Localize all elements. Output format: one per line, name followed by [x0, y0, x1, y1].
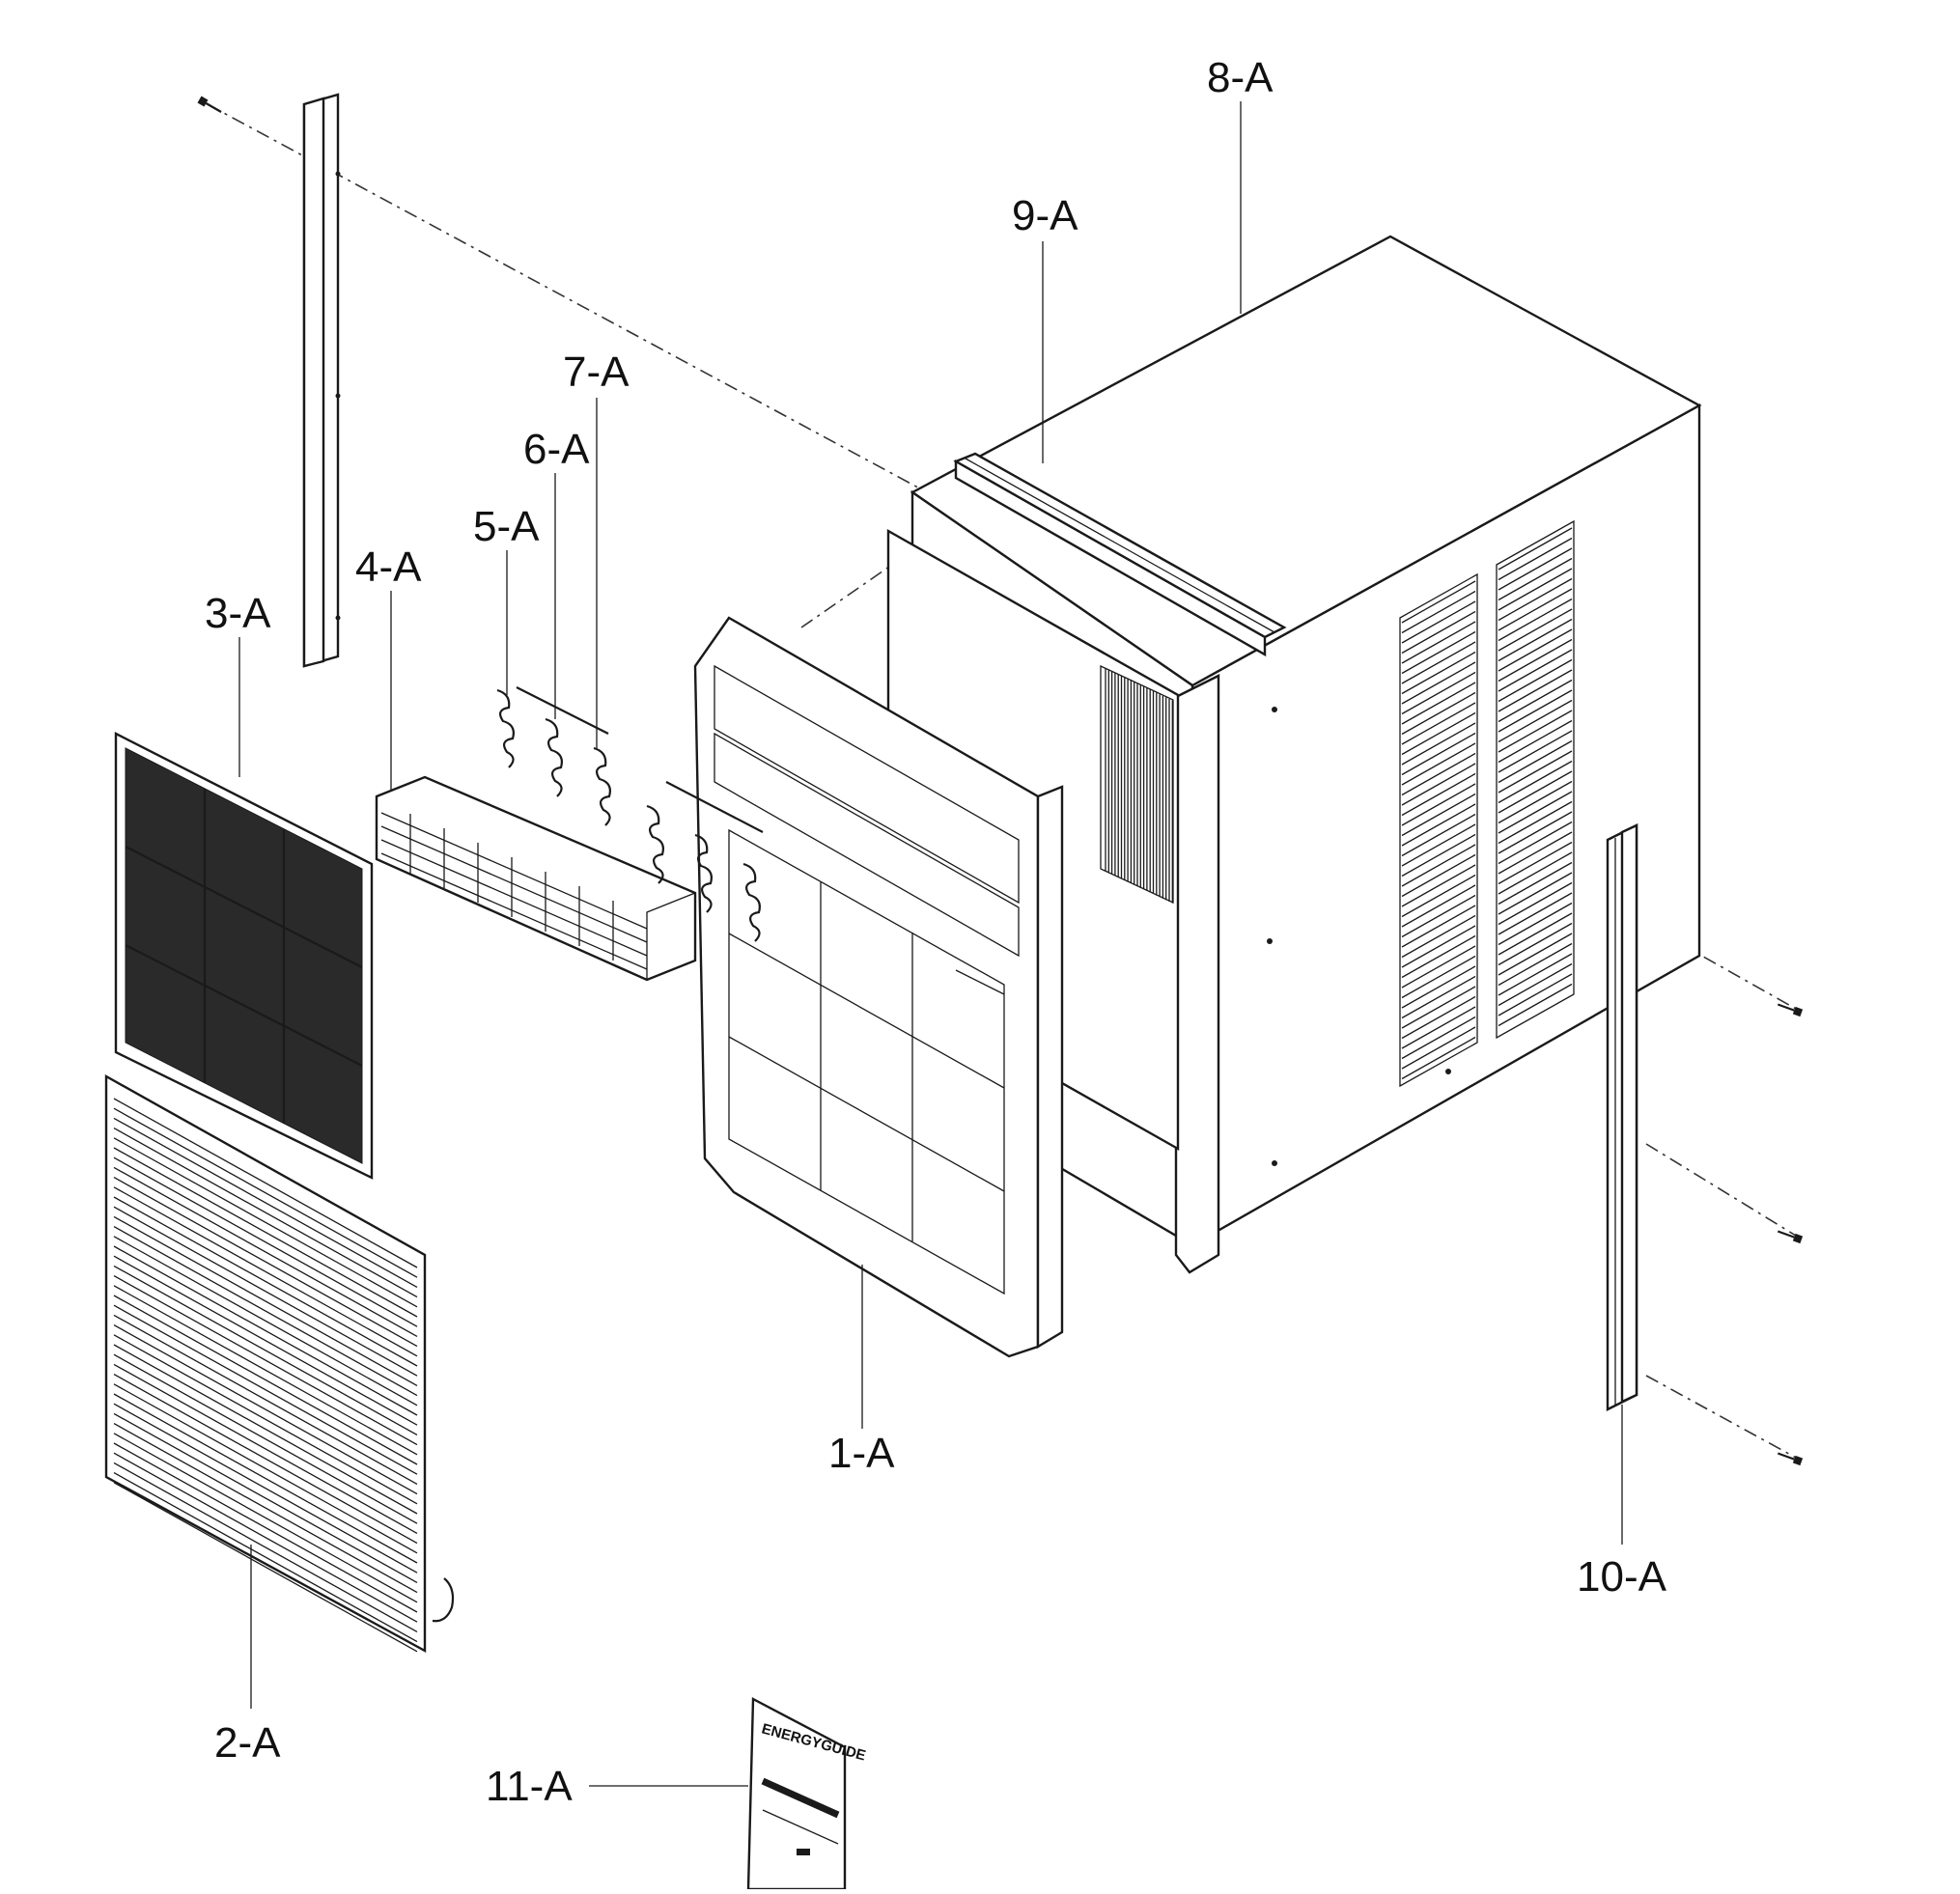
label-5a: 5-A — [473, 503, 540, 550]
label-2a: 2-A — [214, 1719, 281, 1767]
energy-guide-label-11a: ENERGYGUIDE — [746, 1697, 867, 1891]
leader-lines — [238, 101, 1623, 1787]
label-10a: 10-A — [1577, 1553, 1667, 1601]
label-4a: 4-A — [355, 543, 422, 591]
label-11a: 11-A — [486, 1763, 573, 1810]
louver-blades-5a-6a-7a — [496, 686, 764, 942]
label-8a: 8-A — [1207, 54, 1274, 101]
cabinet-louvers — [1399, 519, 1575, 1088]
gasket-9a — [953, 452, 1287, 657]
front-grille-2a — [104, 1073, 455, 1654]
assembly-lines — [207, 103, 1797, 1459]
label-7a: 7-A — [563, 348, 630, 396]
side-bracket-10a — [1606, 823, 1638, 1411]
label-6a: 6-A — [523, 426, 590, 473]
part-labels: 8-A 9-A 7-A 6-A 5-A 4-A 3-A 2-A 1-A 10-A… — [205, 54, 1667, 1810]
screws — [197, 96, 1804, 1466]
vent-grille-4a — [375, 775, 697, 982]
label-9a: 9-A — [1012, 192, 1078, 239]
label-1a: 1-A — [828, 1430, 895, 1477]
label-3a: 3-A — [205, 590, 271, 637]
side-bracket-top-left — [302, 93, 341, 668]
front-panel-1a — [693, 616, 1064, 1358]
filter-3a — [114, 732, 374, 1180]
